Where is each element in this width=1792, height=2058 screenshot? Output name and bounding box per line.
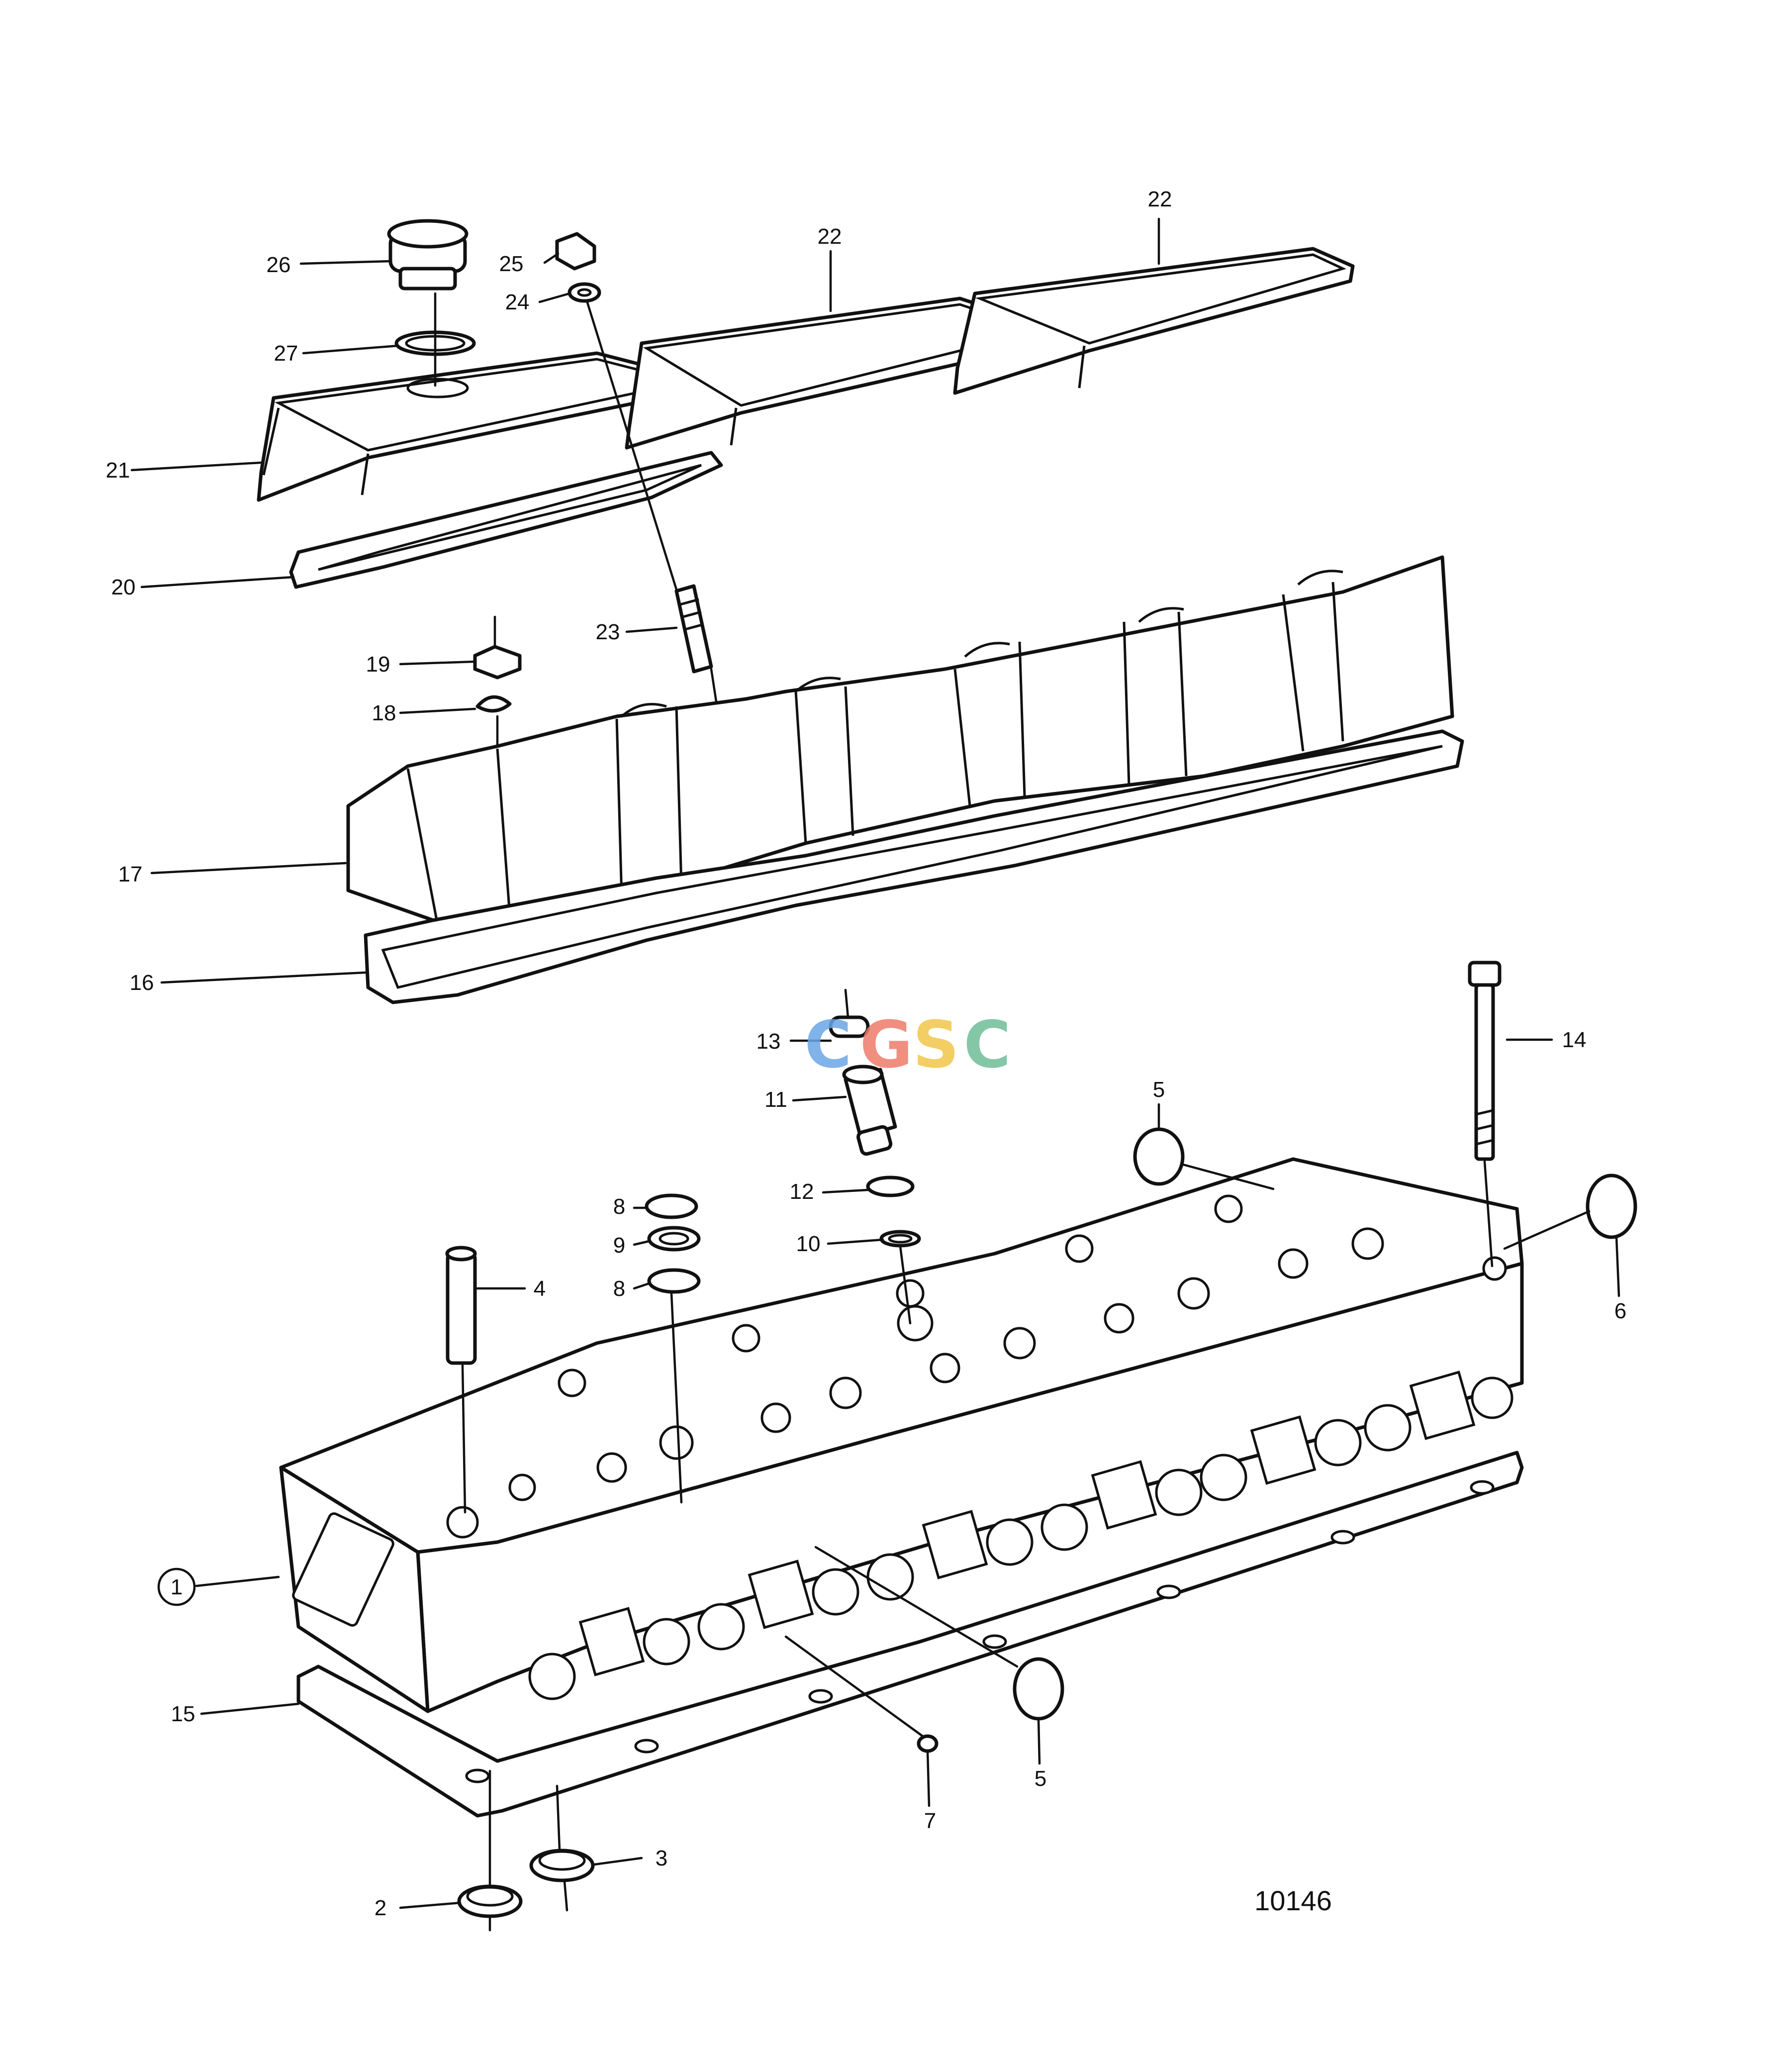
callout-11: 11 <box>764 1087 787 1112</box>
callout-numbers: 1 2 3 4 5 5 5 6 7 8 8 9 10 11 12 13 14 1… <box>106 187 1627 1920</box>
drawing-number: 10146 <box>1254 1885 1332 1916</box>
part-1-cylinder-head <box>279 1157 1524 1713</box>
callout-22b: 22 <box>1148 187 1172 211</box>
callout-3: 3 <box>656 1846 667 1870</box>
part-5-core-plug-top <box>1133 1127 1185 1186</box>
callout-15: 15 <box>171 1702 195 1726</box>
watermark-logo: C G S C <box>804 1007 1011 1082</box>
part-19-nut <box>473 645 522 680</box>
part-6-core-plug-end <box>1586 1174 1637 1239</box>
part-15-head-gasket <box>296 1451 1524 1818</box>
callout-14: 14 <box>1562 1028 1587 1052</box>
callout-5b: 5 <box>1035 1766 1046 1791</box>
callout-18: 18 <box>372 701 396 725</box>
part-3-sleeve <box>529 1849 595 1882</box>
watermark-letter-2: G <box>860 1007 913 1082</box>
callout-23: 23 <box>596 620 620 644</box>
part-4-valve-guide <box>445 1246 477 1365</box>
part-5-core-plug-side <box>1013 1657 1064 1721</box>
part-12-ring <box>866 1176 915 1197</box>
callout-2: 2 <box>375 1896 386 1920</box>
callout-26: 26 <box>267 253 291 277</box>
callout-17: 17 <box>118 862 143 886</box>
callout-9: 9 <box>613 1233 625 1258</box>
part-8-seal-lower <box>647 1268 701 1294</box>
callout-4: 4 <box>534 1276 546 1301</box>
callout-12: 12 <box>790 1179 814 1204</box>
part-13-injector-clip <box>829 1015 870 1038</box>
part-14-bolt <box>1468 961 1502 1161</box>
callout-20: 20 <box>111 575 136 599</box>
callout-8a: 8 <box>613 1194 625 1219</box>
callout-16: 16 <box>130 971 154 995</box>
callout-25: 25 <box>499 252 524 276</box>
callout-5a: 5 <box>1153 1078 1165 1102</box>
part-11-injector-sleeve <box>842 1065 897 1156</box>
callout-21: 21 <box>106 458 130 483</box>
callout-22a: 22 <box>818 224 842 249</box>
part-23-stud <box>674 584 713 674</box>
part-20-cover-gasket <box>289 451 723 589</box>
watermark-letter-1: C <box>804 1007 851 1082</box>
callout-8b: 8 <box>613 1276 625 1301</box>
part-2-sleeve <box>457 1884 523 1918</box>
callout-1: 1 <box>171 1575 183 1599</box>
part-8-seal-upper <box>645 1193 698 1219</box>
part-24-washer <box>567 282 601 303</box>
part-22-rocker-cover-rear <box>953 247 1355 395</box>
callout-10: 10 <box>796 1232 821 1256</box>
watermark-letter-3: S <box>913 1007 959 1082</box>
callout-24: 24 <box>505 290 530 314</box>
callout-13: 13 <box>756 1029 781 1054</box>
part-7-small-plug <box>917 1734 939 1753</box>
part-18-clip <box>475 695 512 713</box>
part-10-o-ring <box>879 1230 921 1248</box>
part-16-valve-cover-gasket <box>364 729 1464 1004</box>
assembly-lines <box>434 292 1591 1932</box>
watermark-letter-4: C <box>963 1007 1011 1082</box>
part-9-seal-ring <box>647 1226 701 1252</box>
callout-leaders <box>130 217 1620 1909</box>
part-25-nut <box>555 232 596 271</box>
callout-19: 19 <box>366 652 390 677</box>
callout-6: 6 <box>1614 1299 1626 1323</box>
callout-7: 7 <box>924 1809 936 1833</box>
part-26-oil-filler-cap <box>387 219 469 291</box>
callout-27: 27 <box>274 341 298 366</box>
callout-circle-1 <box>157 1568 196 1606</box>
